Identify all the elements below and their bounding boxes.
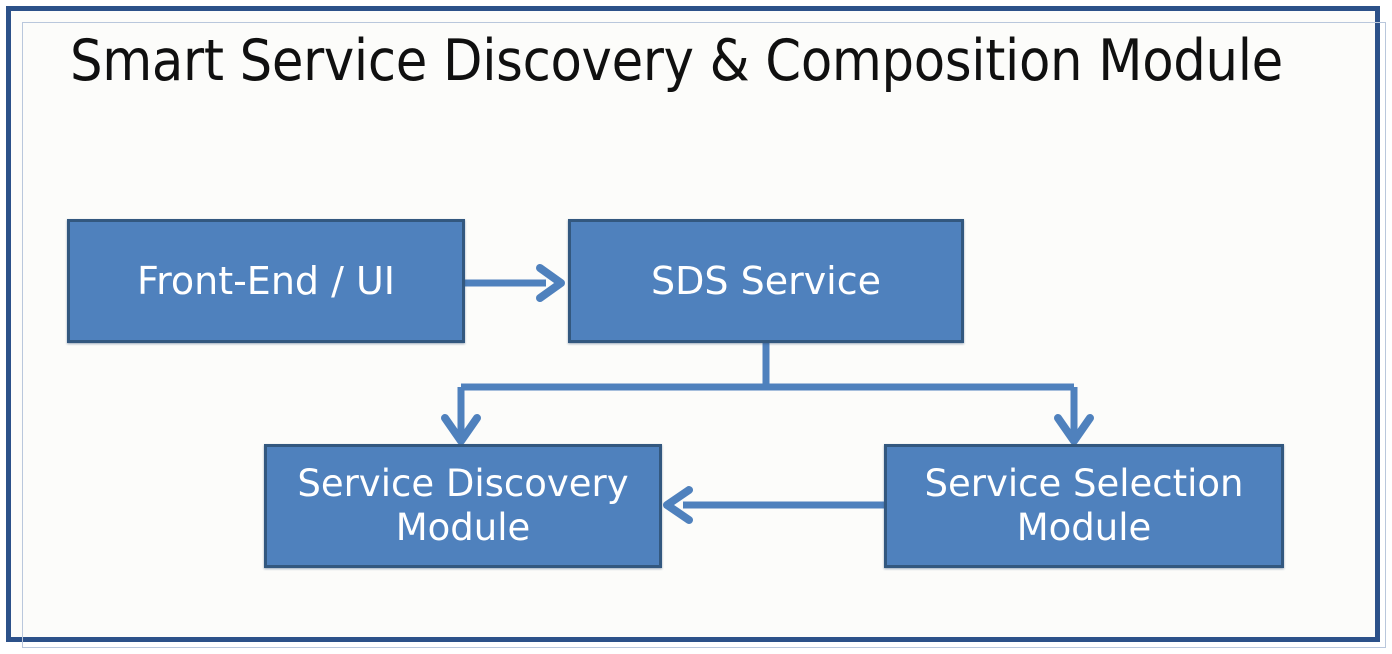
- edge-selection-to-discovery: [663, 486, 889, 524]
- edge-frontend-to-sds: [464, 264, 565, 302]
- node-service-discovery-module-label-line1: Service Discovery: [297, 462, 629, 506]
- node-front-end-ui-label: Front-End / UI: [136, 258, 396, 303]
- node-service-selection-module[interactable]: Service Selection Module: [884, 444, 1284, 568]
- node-service-selection-module-label-line2: Module: [1016, 506, 1152, 549]
- node-service-selection-module-label: Service Selection Module: [924, 462, 1243, 549]
- node-front-end-ui[interactable]: Front-End / UI: [67, 219, 465, 343]
- node-sds-service-label: SDS Service: [650, 258, 882, 303]
- node-sds-service[interactable]: SDS Service: [568, 219, 964, 343]
- node-service-discovery-module[interactable]: Service Discovery Module: [264, 444, 662, 568]
- page-title: Smart Service Discovery & Composition Mo…: [70, 28, 1283, 94]
- node-service-discovery-module-label-line2: Module: [395, 506, 531, 549]
- node-service-discovery-module-label: Service Discovery Module: [297, 462, 628, 549]
- node-service-selection-module-label-line1: Service Selection: [924, 462, 1244, 506]
- edge-sds-split-to-modules: [441, 342, 1094, 445]
